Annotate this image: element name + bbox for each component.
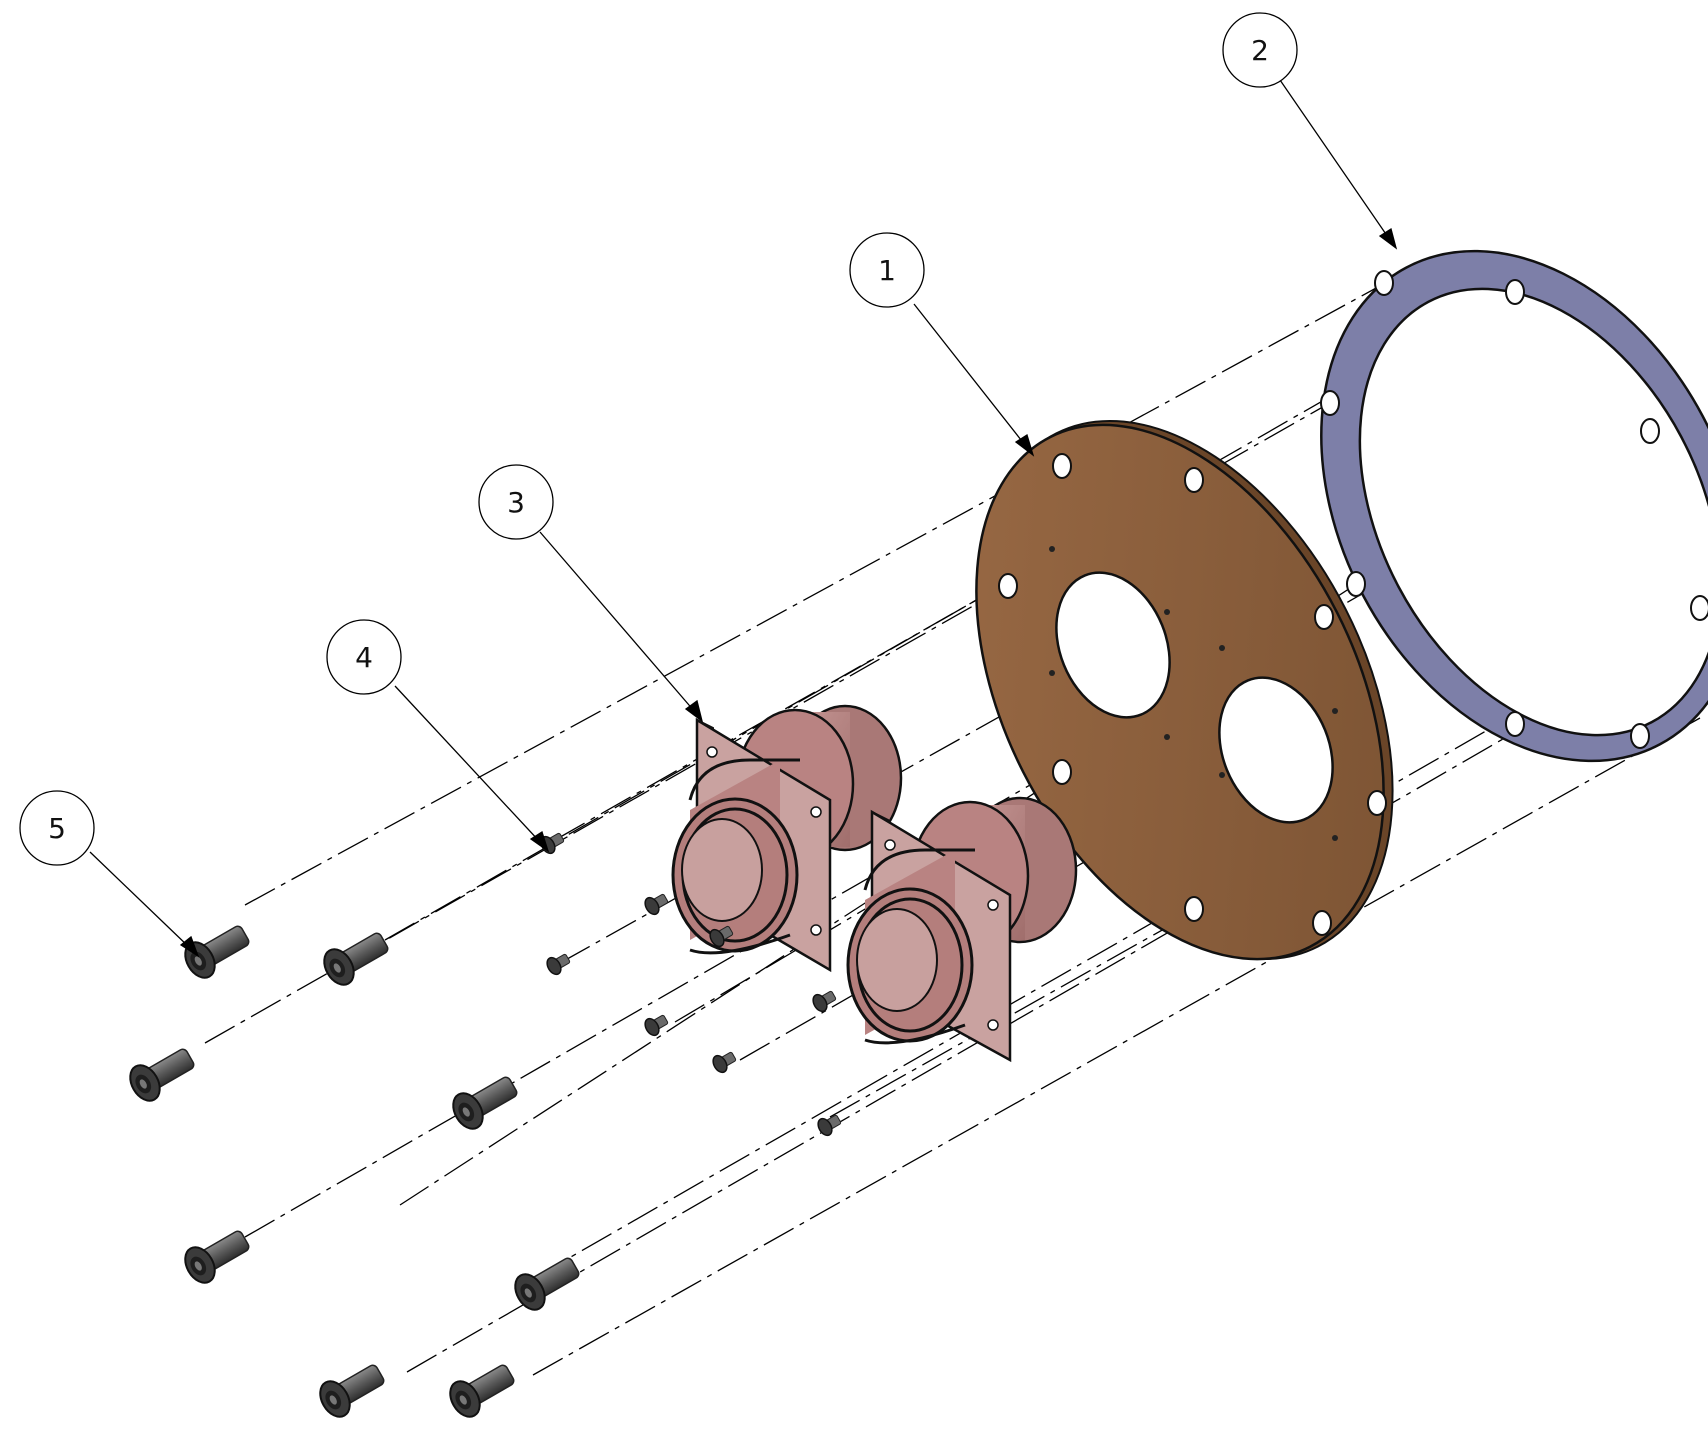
balloon-number: 2 bbox=[1251, 34, 1269, 67]
gasket-bolt-holes bbox=[1320, 270, 1708, 749]
balloon-number: 5 bbox=[48, 812, 66, 845]
connector-upper bbox=[671, 704, 903, 973]
connector-lower bbox=[846, 796, 1078, 1063]
item-balloon-3: 3 bbox=[478, 464, 554, 540]
flange-tapped-holes bbox=[1049, 546, 1338, 841]
balloon-number: 4 bbox=[355, 641, 373, 674]
gasket-ring bbox=[1320, 249, 1708, 763]
leader-lines bbox=[89, 79, 1398, 958]
balloon-number: 3 bbox=[507, 486, 525, 519]
item-balloon-4: 4 bbox=[326, 619, 402, 695]
item-balloon-1: 1 bbox=[849, 232, 925, 308]
item-balloon-2: 2 bbox=[1222, 12, 1298, 88]
item-balloon-5: 5 bbox=[19, 790, 95, 866]
balloon-number: 1 bbox=[878, 254, 896, 287]
flange-plate bbox=[975, 419, 1394, 961]
flange-cutouts bbox=[1055, 571, 1334, 824]
cap-screws bbox=[123, 916, 586, 1423]
flange-bolt-holes bbox=[998, 453, 1387, 936]
